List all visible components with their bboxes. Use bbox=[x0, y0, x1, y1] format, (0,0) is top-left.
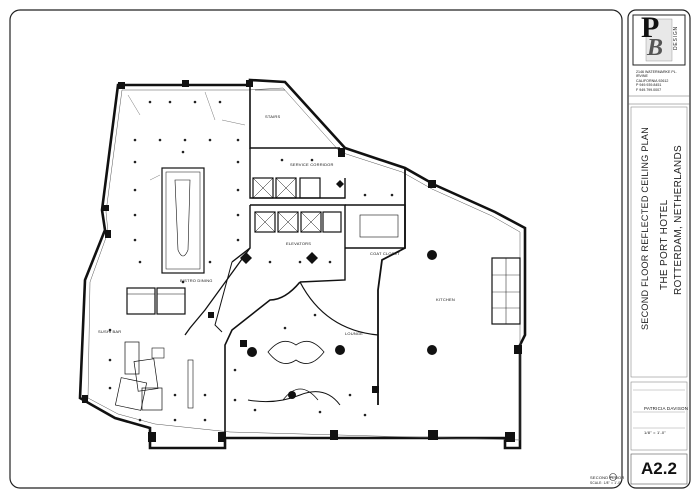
firm-address: 2146 WATERMARKE PL. IRVINE CALIFORNIA 92… bbox=[636, 70, 688, 92]
firm-logo bbox=[632, 14, 686, 66]
plan-scale: SCALE: 1/8" = 1'-0" bbox=[590, 481, 622, 485]
address-line-2: IRVINE bbox=[636, 74, 648, 79]
address-line-1: 2146 WATERMARKE PL. bbox=[636, 70, 677, 74]
sheet-number: A2.2 bbox=[641, 459, 677, 478]
logo-letter-sub: B bbox=[647, 35, 664, 61]
designer-name: PATRICIA DAVISON bbox=[644, 406, 689, 411]
room-label-kitchen: KITCHEN bbox=[436, 297, 455, 302]
address-line-5: F 949.799.0007 bbox=[636, 87, 662, 92]
room-label-coat-closet: COAT CLOSET bbox=[370, 251, 401, 256]
room-label-sushi-bar: SUSHI BAR bbox=[98, 329, 122, 334]
plan-label: SECOND FLOOR bbox=[590, 475, 625, 480]
room-label-service-corridor: SERVICE CORRIDOR bbox=[290, 162, 334, 167]
room-label-bistro-dining: BISTRO DINING bbox=[180, 278, 213, 283]
address-line-4: P 949.939.8451 bbox=[636, 83, 662, 88]
logo-letter-main: P bbox=[641, 11, 660, 44]
room-label-lounge: LOUNGE bbox=[345, 331, 364, 336]
title-block-scale: 1/8" = 1'-0" bbox=[644, 430, 666, 435]
address-line-3: CALIFORNIA 92612 bbox=[636, 78, 669, 83]
room-label-elevators: ELEVATORS bbox=[286, 241, 312, 246]
section-marker-icon bbox=[609, 473, 617, 481]
room-label-stairs: STAIRS bbox=[265, 114, 281, 119]
